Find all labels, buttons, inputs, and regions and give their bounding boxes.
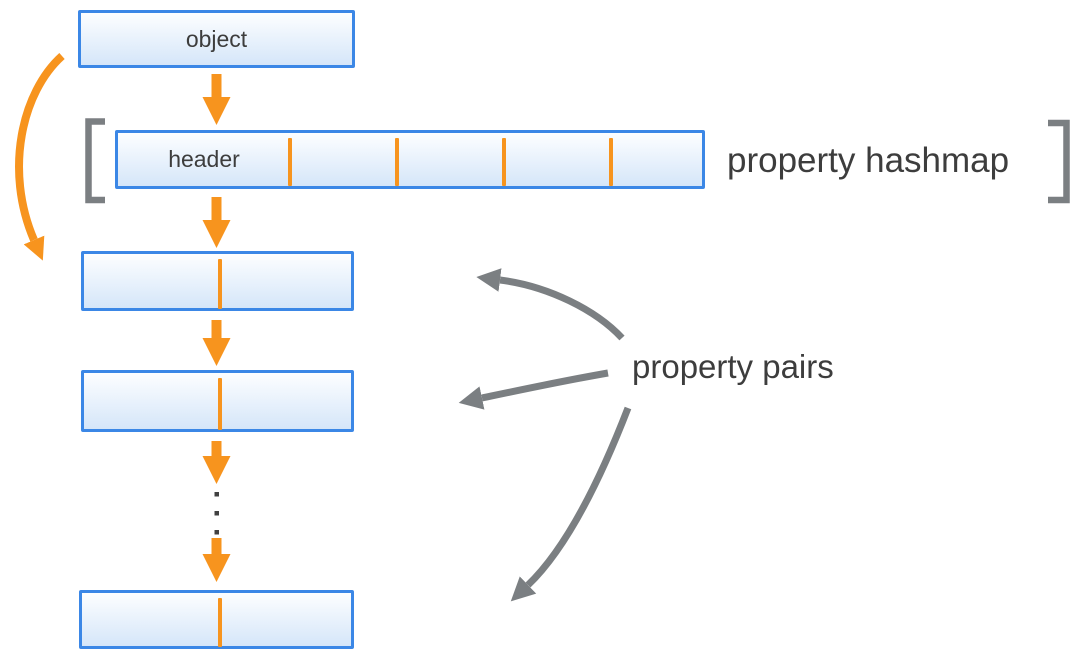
hashmap-slot-divider xyxy=(395,138,399,186)
property-pair-node xyxy=(81,370,354,432)
hashmap-node: header xyxy=(115,130,705,189)
pair-divider xyxy=(218,598,222,647)
property-pair-node xyxy=(81,251,354,311)
ellipsis-dot xyxy=(214,511,219,516)
pairs-label-arrow-bottom xyxy=(510,406,632,602)
hashmap-header-label: header xyxy=(168,146,240,172)
pairs-label-arrow-middle xyxy=(458,369,609,410)
object-to-pair-curved-arrow xyxy=(15,53,65,261)
property-pairs-label: property pairs xyxy=(632,348,834,385)
object-node-label: object xyxy=(185,25,248,52)
property-hashmap-label: property hashmap xyxy=(727,141,1010,180)
object-node: object xyxy=(78,10,355,68)
hashmap-slot-divider xyxy=(502,138,506,186)
pair-divider xyxy=(218,378,222,430)
property-pair-node xyxy=(79,590,354,649)
pair-divider xyxy=(218,259,222,309)
right-bracket xyxy=(1048,119,1070,204)
ellipsis-dot xyxy=(214,492,219,497)
left-bracket xyxy=(85,118,105,204)
ellipsis-dot xyxy=(214,530,219,535)
hashmap-slot-divider xyxy=(609,138,613,186)
pairs-label-arrow-top xyxy=(476,268,625,341)
hashmap-slot-divider xyxy=(288,138,292,186)
